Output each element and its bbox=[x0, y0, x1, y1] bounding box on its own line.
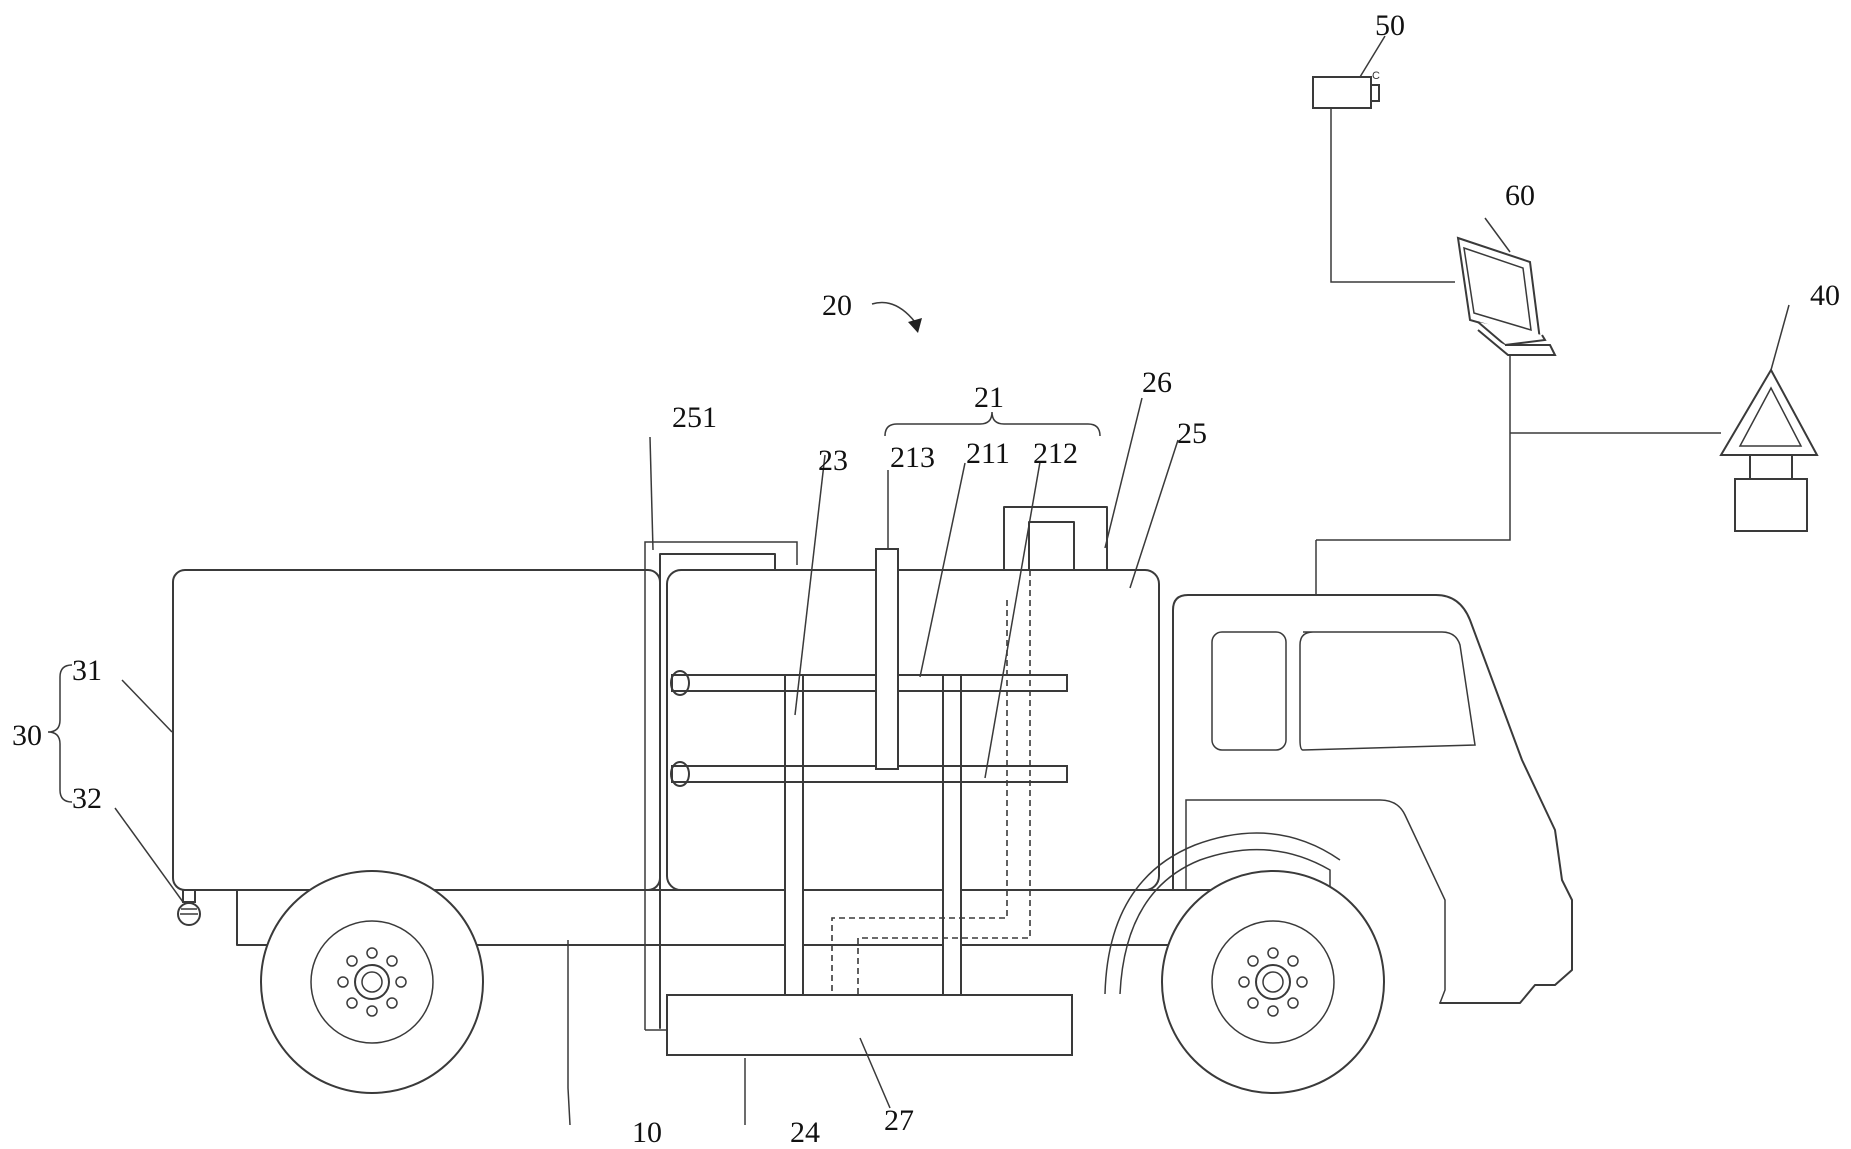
label-24: 24 bbox=[790, 1116, 820, 1149]
label-251: 251 bbox=[672, 401, 717, 434]
base-tank-24 bbox=[666, 994, 1073, 1056]
label-40: 40 bbox=[1810, 279, 1840, 312]
label-26: 26 bbox=[1142, 366, 1172, 399]
label-20: 20 bbox=[822, 289, 852, 322]
rear-storage-compartment bbox=[172, 569, 661, 891]
guide-rail-251 bbox=[644, 541, 798, 1031]
label-30: 30 bbox=[12, 719, 42, 752]
label-10: 10 bbox=[632, 1116, 662, 1149]
tail-light bbox=[177, 889, 201, 926]
label-27: 27 bbox=[884, 1104, 914, 1137]
duct-26 bbox=[1003, 506, 1108, 571]
label-25: 25 bbox=[1177, 417, 1207, 450]
label-32: 32 bbox=[72, 782, 102, 815]
antenna-40 bbox=[1719, 367, 1819, 532]
label-213: 213 bbox=[890, 441, 935, 474]
truck-cab bbox=[1104, 540, 1573, 1004]
label-31: 31 bbox=[72, 654, 102, 687]
vertical-posts-23 bbox=[671, 674, 1068, 996]
brace-30 bbox=[47, 664, 73, 803]
label-50: 50 bbox=[1375, 9, 1405, 42]
rear-wheel bbox=[260, 870, 484, 1094]
brace-21 bbox=[884, 411, 1101, 437]
label-23: 23 bbox=[818, 444, 848, 477]
wiring bbox=[1316, 105, 1721, 541]
label-211: 211 bbox=[966, 437, 1010, 470]
label-60: 60 bbox=[1505, 179, 1535, 212]
front-wheel bbox=[1161, 870, 1385, 1094]
label-212: 212 bbox=[1033, 437, 1078, 470]
leader-lines bbox=[114, 35, 1790, 1126]
loading-compartment-25 bbox=[666, 569, 1160, 891]
label-21: 21 bbox=[974, 381, 1004, 414]
arrow-20 bbox=[871, 301, 922, 333]
camera-mark: C bbox=[1372, 70, 1380, 82]
labels: 10 20 21 211 212 213 23 24 25 251 26 27 … bbox=[12, 9, 1840, 1149]
lift-column-213 bbox=[875, 548, 899, 770]
monitor-60 bbox=[1456, 236, 1557, 356]
camera-50: C bbox=[1312, 70, 1380, 109]
